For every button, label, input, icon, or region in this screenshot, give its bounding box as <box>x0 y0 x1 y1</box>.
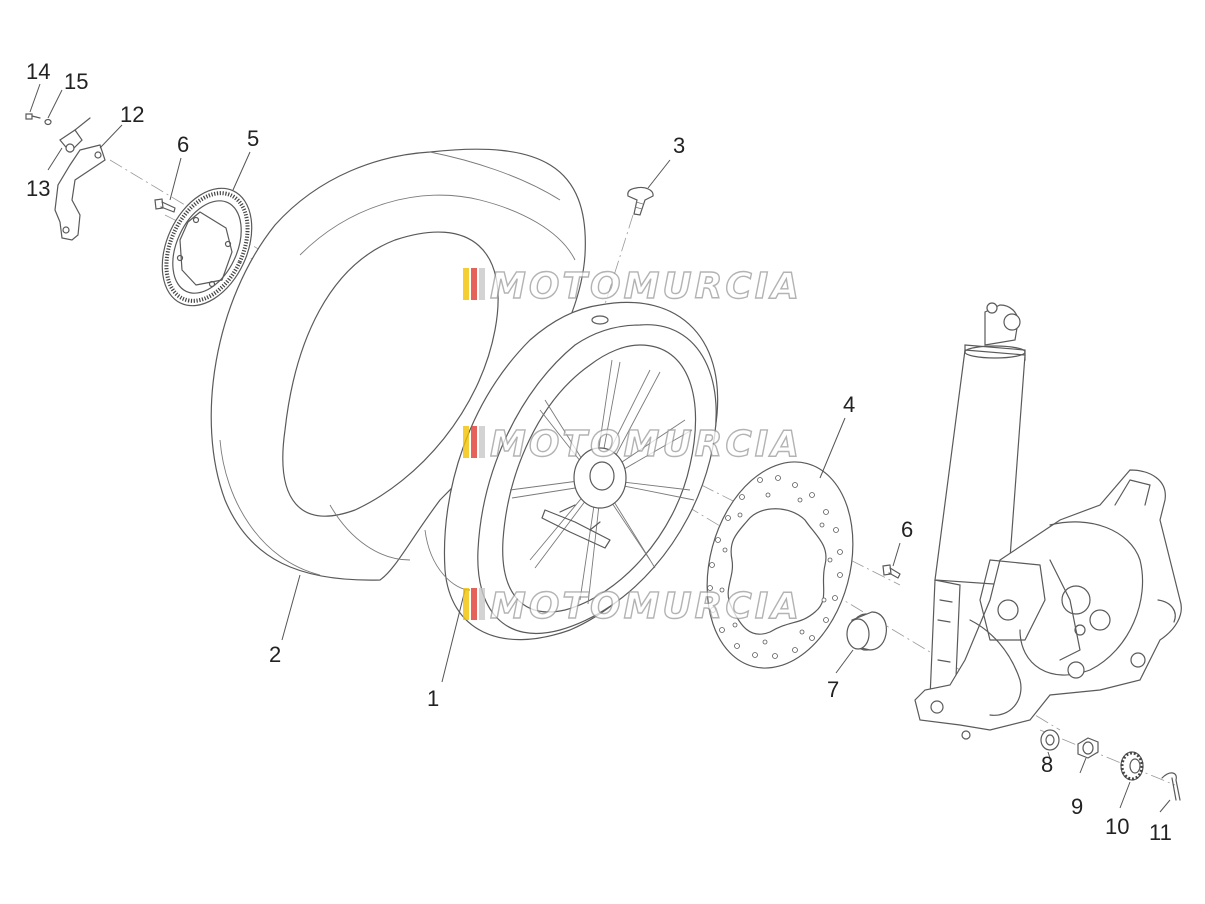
watermark-text: MOTOMURCIA <box>490 586 802 627</box>
castle-nut-icon <box>1120 751 1144 781</box>
callout-14: 14 <box>26 59 50 84</box>
callout-15: 15 <box>64 69 88 94</box>
callout-labels: 1 2 3 4 5 6 6 7 8 9 10 11 12 13 14 15 <box>26 59 1172 845</box>
watermark-bottom: MOTOMURCIA <box>463 585 802 628</box>
rim-icon <box>424 301 719 641</box>
bolt-icon <box>154 198 901 579</box>
nut-icon <box>1040 729 1099 759</box>
callout-2: 2 <box>269 642 281 667</box>
callout-3: 3 <box>673 133 685 158</box>
callout-13: 13 <box>26 176 50 201</box>
callout-9: 9 <box>1071 794 1083 819</box>
callout-6-left: 6 <box>177 132 189 157</box>
callout-12: 12 <box>120 102 144 127</box>
cotter-pin-icon <box>1161 772 1181 801</box>
callout-1: 1 <box>427 686 439 711</box>
spacer-icon <box>846 611 887 651</box>
disc-holes <box>707 475 843 659</box>
brake-disc-icon <box>706 461 854 669</box>
shock-absorber-icon <box>929 302 1026 701</box>
callout-8: 8 <box>1041 752 1053 777</box>
tire-icon <box>210 148 586 581</box>
callout-10: 10 <box>1105 814 1129 839</box>
leader-lines <box>29 83 1171 813</box>
watermark-text: MOTOMURCIA <box>490 266 802 307</box>
tone-wheel-icon <box>161 187 253 307</box>
callout-11: 11 <box>1149 820 1172 845</box>
watermark-text: MOTOMURCIA <box>490 424 802 465</box>
callout-7: 7 <box>827 677 839 702</box>
bracket-icon <box>25 113 106 241</box>
callout-4: 4 <box>843 392 855 417</box>
watermark-middle: MOTOMURCIA <box>463 423 802 466</box>
caliper-icon <box>914 469 1182 740</box>
callout-6-right: 6 <box>901 517 913 542</box>
valve-stem-icon <box>627 186 654 216</box>
callout-5: 5 <box>247 126 259 151</box>
watermark-top: MOTOMURCIA <box>463 265 802 308</box>
